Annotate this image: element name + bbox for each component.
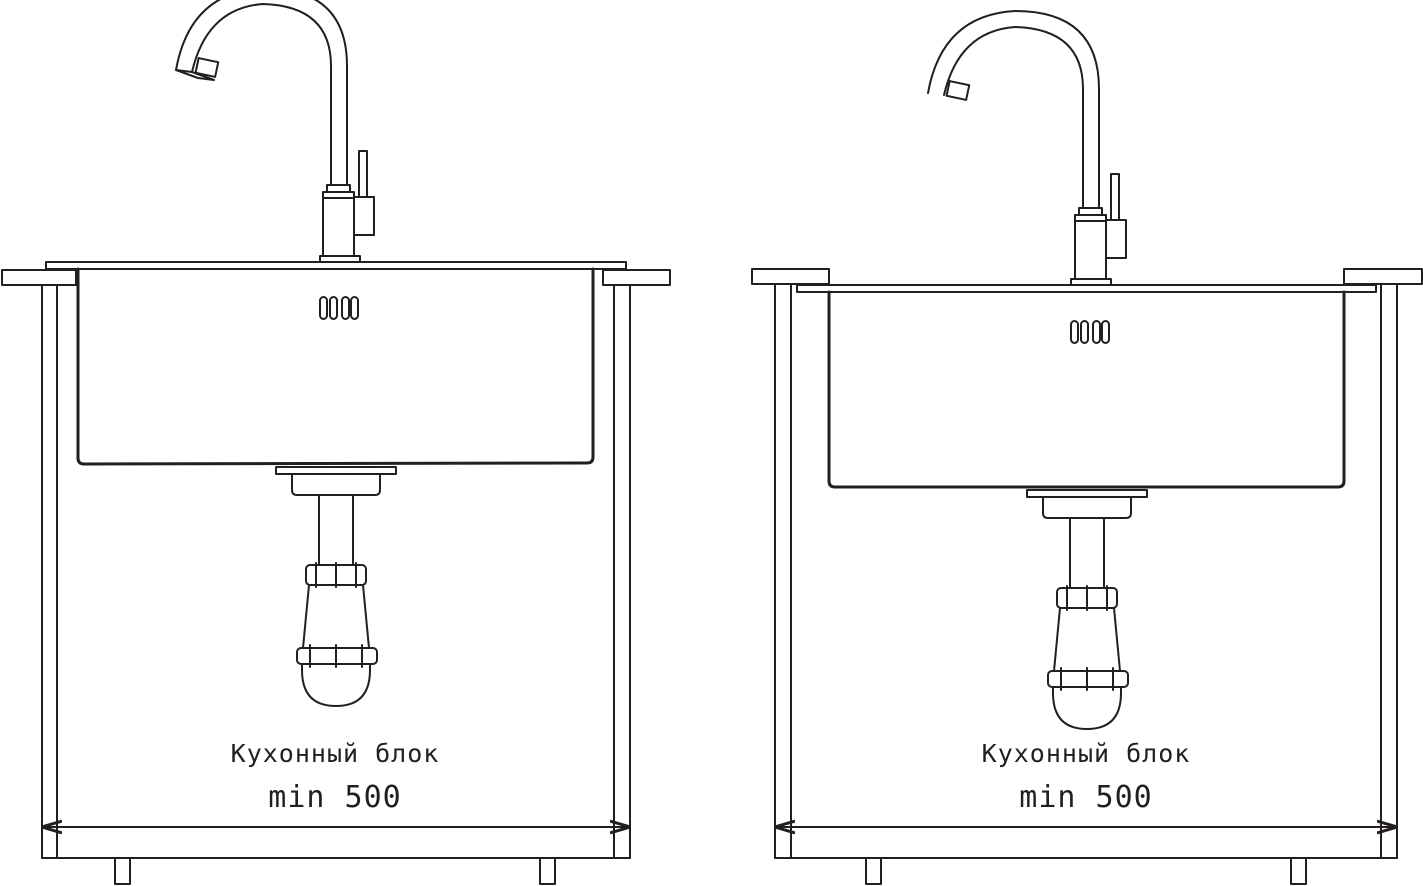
cabinet: [774, 283, 1398, 859]
countertop-right: [1343, 268, 1423, 285]
cabinet-leg: [114, 857, 131, 885]
sink-rim: [45, 261, 627, 270]
cabinet-leg: [865, 857, 882, 885]
label-min-width: min 500: [1019, 780, 1152, 815]
sink-rim: [796, 284, 1377, 293]
label-kitchen-unit: Кухонный блок: [982, 739, 1191, 768]
overflow-icon: [319, 296, 359, 320]
faucet-icon: [175, 0, 375, 263]
sink-bowl: [827, 290, 1346, 489]
label-kitchen-unit: Кухонный блок: [231, 739, 440, 768]
label-min-width: min 500: [268, 780, 401, 815]
countertop-left: [1, 269, 77, 286]
sink-bowl: [76, 267, 595, 466]
siphon-icon: [275, 466, 397, 707]
siphon-icon: [1026, 489, 1148, 730]
overflow-icon: [1070, 320, 1110, 344]
figure-left: Кухонный блок min 500: [1, 0, 671, 885]
faucet-icon: [927, 10, 1127, 286]
cabinet-leg: [539, 857, 556, 885]
figure-right: Кухонный блок min 500: [751, 10, 1423, 885]
countertop-right: [602, 269, 671, 286]
countertop-left: [751, 268, 830, 285]
cabinet-leg: [1290, 857, 1307, 885]
